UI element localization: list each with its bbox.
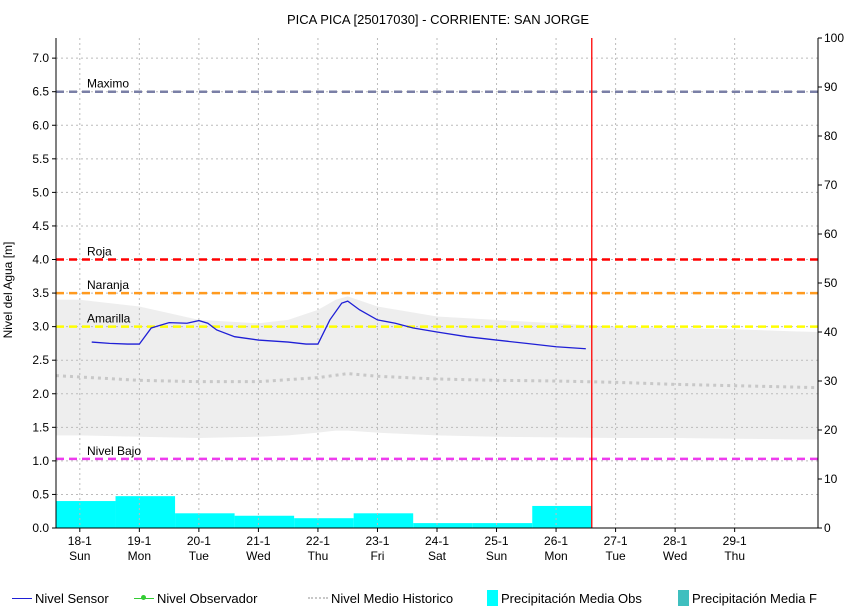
- y2-tick-label-7: 70: [824, 178, 838, 192]
- y2-tick-label-0: 0: [824, 521, 831, 535]
- y-axis-label: Nivel del Agua [m]: [1, 242, 15, 339]
- x-tick-label-day-9: 27-1: [604, 534, 628, 548]
- threshold-label-naranja: Naranja: [87, 278, 129, 292]
- x-tick-label-day-4: 22-1: [306, 534, 330, 548]
- threshold-label-roja: Roja: [87, 245, 112, 259]
- x-tick-label-weekday-3: Wed: [246, 549, 270, 563]
- precipitation-bar-3: [175, 513, 235, 528]
- precipitation-bar-1: [56, 501, 116, 528]
- precipitation-bar-2: [115, 496, 176, 528]
- y2-tick-label-4: 40: [824, 325, 838, 339]
- precipitation-bar-6: [353, 513, 414, 528]
- x-tick-label-day-3: 21-1: [246, 534, 270, 548]
- y-tick-label-11: 5.5: [32, 152, 49, 166]
- y-tick-label-1: 0.5: [32, 487, 49, 501]
- chart-title: PICA PICA [25017030] - CORRIENTE: SAN JO…: [287, 12, 589, 27]
- y2-tick-label-10: 100: [824, 31, 844, 45]
- x-tick-label-weekday-9: Tue: [605, 549, 626, 563]
- y2-tick-label-6: 60: [824, 227, 838, 241]
- legend-label-2: Nivel Observador: [157, 590, 258, 606]
- chart-canvas: PICA PICA [25017030] - CORRIENTE: SAN JO…: [1, 12, 844, 563]
- x-tick-label-weekday-6: Sat: [428, 549, 447, 563]
- x-tick-label-weekday-0: Sun: [69, 549, 90, 563]
- x-tick-label-weekday-1: Mon: [128, 549, 151, 563]
- y-tick-label-4: 2.0: [32, 387, 49, 401]
- historic-mean-line: [55, 372, 819, 390]
- x-tick-label-day-0: 18-1: [68, 534, 92, 548]
- threshold-label-maximo: Maximo: [87, 77, 129, 91]
- y-tick-label-13: 6.5: [32, 85, 49, 99]
- y-tick-label-8: 4.0: [32, 253, 49, 267]
- x-tick-label-weekday-2: Tue: [189, 549, 210, 563]
- y2-tick-label-5: 50: [824, 276, 838, 290]
- y2-tick-label-9: 90: [824, 80, 838, 94]
- x-tick-label-weekday-11: Thu: [724, 549, 745, 563]
- precipitation-bar-4: [234, 515, 295, 528]
- legend-swatch-2: [134, 594, 154, 600]
- x-tick-label-day-11: 29-1: [723, 534, 747, 548]
- legend-swatch-3: [308, 597, 328, 599]
- y-tick-label-3: 1.5: [32, 420, 49, 434]
- y-tick-label-0: 0.0: [32, 521, 49, 535]
- legend-swatch-4: [487, 590, 498, 606]
- legend-item-3: Nivel Medio Historico: [308, 588, 453, 608]
- precipitation-bar-9: [532, 505, 592, 528]
- y-tick-label-7: 3.5: [32, 286, 49, 300]
- legend-label-4: Precipitación Media Obs: [501, 590, 642, 606]
- legend-label-5: Precipitación Media F: [692, 590, 817, 606]
- precipitation-bar-8: [472, 523, 533, 528]
- x-tick-label-day-1: 19-1: [127, 534, 151, 548]
- legend-label-1: Nivel Sensor: [35, 590, 109, 606]
- y-tick-label-14: 7.0: [32, 51, 49, 65]
- precipitation-bar-5: [294, 518, 354, 528]
- legend-marker-dot: [141, 594, 146, 600]
- x-tick-label-weekday-5: Fri: [370, 549, 384, 563]
- x-tick-label-day-5: 23-1: [365, 534, 389, 548]
- y-tick-label-10: 5.0: [32, 185, 49, 199]
- x-tick-label-day-7: 25-1: [485, 534, 509, 548]
- x-tick-label-weekday-8: Mon: [544, 549, 567, 563]
- historic-range-band: [56, 296, 818, 440]
- y2-tick-label-8: 80: [824, 129, 838, 143]
- y-tick-label-12: 6.0: [32, 118, 49, 132]
- threshold-label-amarilla: Amarilla: [87, 312, 131, 326]
- x-tick-label-day-10: 28-1: [663, 534, 687, 548]
- legend-item-5: Precipitación Media F: [678, 588, 817, 608]
- y-tick-label-6: 3.0: [32, 320, 49, 334]
- x-tick-label-weekday-10: Wed: [663, 549, 687, 563]
- legend-swatch-1: [12, 597, 32, 599]
- y-tick-label-9: 4.5: [32, 219, 49, 233]
- chart-legend: Nivel Sensor Nivel Observador Nivel Medio …: [0, 588, 846, 610]
- y-tick-label-5: 2.5: [32, 353, 49, 367]
- x-tick-label-day-8: 26-1: [544, 534, 568, 548]
- x-tick-label-day-6: 24-1: [425, 534, 449, 548]
- y2-tick-label-1: 10: [824, 472, 838, 486]
- x-tick-label-weekday-4: Thu: [308, 549, 329, 563]
- y2-tick-label-3: 30: [824, 374, 838, 388]
- x-tick-label-weekday-7: Sun: [486, 549, 507, 563]
- legend-item-1: Nivel Sensor: [12, 588, 109, 608]
- x-tick-label-day-2: 20-1: [187, 534, 211, 548]
- legend-item-4: Precipitación Media Obs: [487, 588, 642, 608]
- legend-item-2: Nivel Observador: [134, 588, 257, 608]
- threshold-label-nivel-bajo: Nivel Bajo: [87, 444, 141, 458]
- legend-label-3: Nivel Medio Historico: [331, 590, 454, 606]
- precipitation-bar-7: [413, 523, 473, 528]
- y-tick-label-2: 1.0: [32, 454, 49, 468]
- y2-tick-label-2: 20: [824, 423, 838, 437]
- sensor-level-line: [91, 300, 586, 350]
- legend-swatch-5: [678, 590, 689, 606]
